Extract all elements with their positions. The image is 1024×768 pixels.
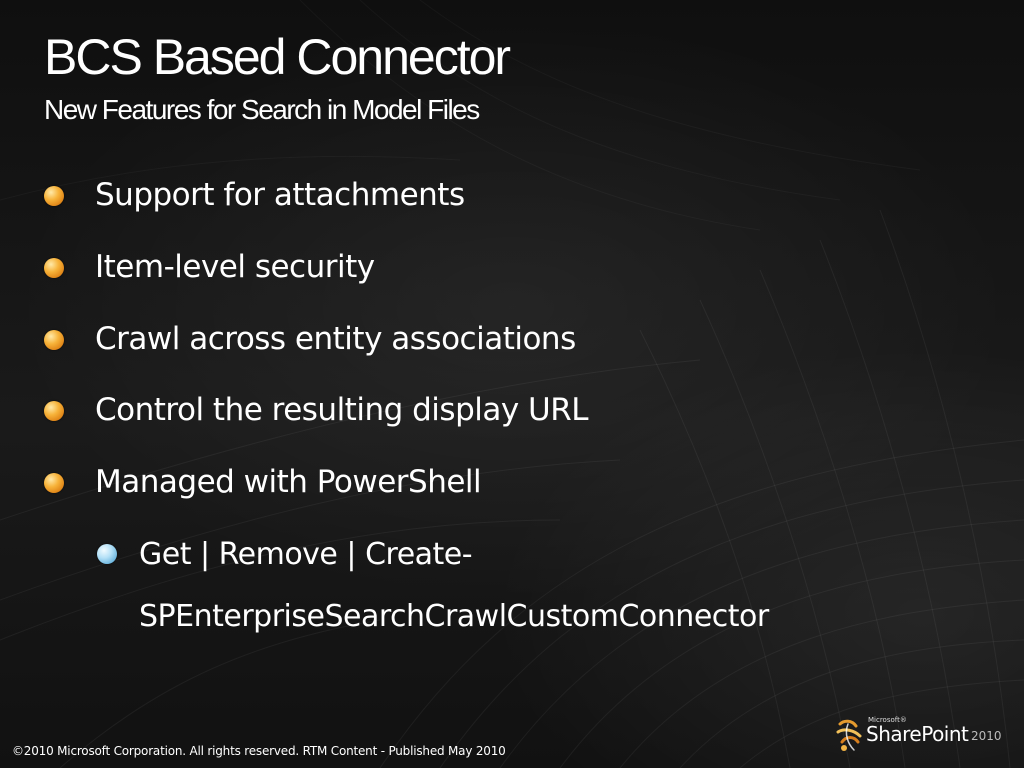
copyright-footer: ©2010 Microsoft Corporation. All rights …	[12, 744, 506, 758]
slide-title: BCS Based Connector	[44, 29, 511, 85]
sub-bullet-icon	[97, 544, 117, 564]
bullet-icon	[44, 186, 64, 206]
sub-bullet-text-line1: Get | Remove | Create-	[139, 537, 473, 572]
bullet-icon	[44, 401, 64, 421]
sharepoint-logo: Microsoft® SharePoint 2010	[834, 714, 1014, 758]
bullet-text: Managed with PowerShell	[95, 464, 482, 500]
bullet-icon	[44, 330, 64, 350]
microsoft-label: Microsoft®	[868, 716, 907, 724]
bullet-icon	[44, 473, 64, 493]
bullet-text: Control the resulting display URL	[95, 392, 589, 428]
sub-bullet-text-line2: SPEnterpriseSearchCrawlCustomConnector	[139, 599, 769, 634]
sharepoint-wordmark: SharePoint	[866, 722, 969, 746]
bullet-text: Crawl across entity associations	[95, 321, 576, 357]
bullet-icon	[44, 258, 64, 278]
sharepoint-logo-icon	[836, 719, 862, 751]
bullet-text: Item-level security	[95, 249, 375, 285]
bullet-text: Support for attachments	[95, 177, 465, 213]
sharepoint-year: 2010	[971, 729, 1002, 743]
slide-subtitle: New Features for Search in Model Files	[44, 94, 480, 125]
